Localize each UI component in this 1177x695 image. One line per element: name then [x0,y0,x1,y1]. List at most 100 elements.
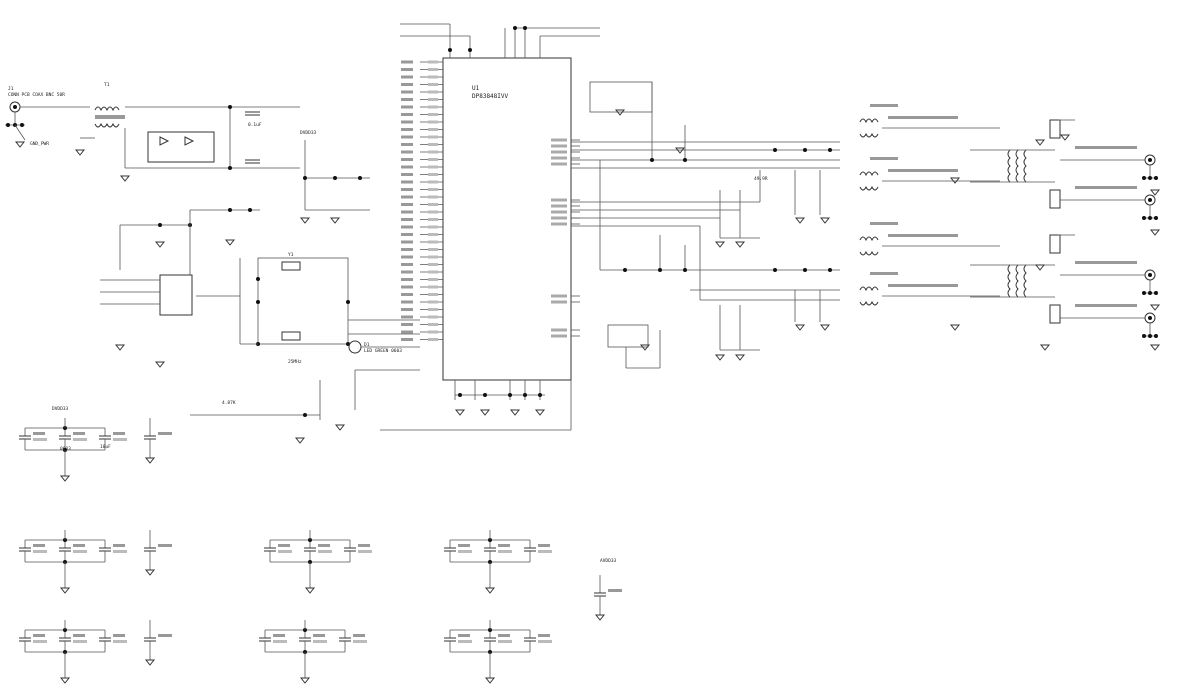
coax-input-section: J1 CONN PCB COAX BNC 50R T1 0.1uF [5,82,300,170]
ground-symbol [14,141,26,148]
connector-dot [1148,216,1152,220]
magnetics-coil [859,272,1000,306]
crystal-ref: Y1 [288,252,294,258]
ic-left-pin-name [428,233,438,236]
cap-label [113,432,125,435]
ic-right-pin-label [551,300,567,304]
ic-left-pin-label [401,263,413,266]
ic-left-pin-name [428,135,438,139]
ground-symbol [154,361,166,368]
ground-symbol [1149,189,1161,196]
ic-left-pin-name [428,68,438,71]
ic-left-pin-label [401,330,413,334]
ic-left-pin-label [401,75,413,79]
connector-pin [1148,273,1152,277]
right-connector [1060,186,1158,220]
ground-symbol [114,344,126,351]
ic-left-pin-label [401,180,413,184]
transformer-resistor [1049,234,1061,254]
ic-left-pin-label [401,225,413,229]
transformer-right [970,119,1075,209]
cap-label [73,634,85,637]
cap-label [353,640,367,643]
ic-left-pin-name [428,150,438,154]
ground-symbol [484,677,496,684]
ic-left-pin-label [401,83,413,86]
ic-right-pin-label [551,328,567,332]
ic-right-pin-label [551,294,567,298]
ground-symbol [949,324,961,331]
ic-left-pin-name [428,105,438,109]
magnetics-coil [859,157,1000,191]
ic-left-pin-label [401,165,413,169]
transformer-right [970,234,1075,324]
cap-label [353,634,365,637]
ic-left-pin-name [428,270,438,274]
ground-symbol [794,324,806,331]
cap-label [358,544,370,547]
cap-block [264,530,372,594]
transformer-winding [1023,149,1027,183]
right-connector [1060,146,1158,180]
cap-single [144,620,172,666]
ic-left-pin-name [428,203,438,206]
cap-label [33,432,45,435]
connector-dot [1154,334,1158,338]
cap-label [73,640,87,643]
ground-symbol [294,437,306,444]
cap-package-label: 0603 [60,446,71,452]
transformer-resistor [1049,119,1061,139]
ic-left-pin-label [401,173,413,176]
coil-winding [859,132,879,138]
cap-label [73,432,85,435]
ground-symbol [819,324,831,331]
ic-left-pin-label [401,210,413,214]
ic-left-pin-label [401,278,413,281]
cap-label [358,550,372,553]
magnetics-coil [859,104,1000,138]
connector-label [1075,146,1137,149]
connector-label [1075,304,1137,307]
ic-ref: U1 [472,85,480,92]
decoupling-cap-blocks [19,418,622,684]
ground-symbol [144,659,156,666]
ic-right-pin-label [551,150,567,154]
ground-symbol [509,409,521,416]
cap-label [113,438,127,441]
cap-label [458,634,470,637]
ground-symbol [639,344,651,351]
connector-dot [1142,334,1146,338]
cap-single [144,418,172,464]
ic-left-pin-name [428,210,438,214]
cap-label [113,550,127,553]
ground-symbol [154,241,166,248]
ic-right-pin-label [551,144,567,148]
cap-single [144,530,172,576]
ground-symbol [454,409,466,416]
transformer-winding [1015,149,1019,183]
analog-net-label: AVDD33 [600,558,617,564]
cap-label [608,589,622,592]
ic-left-pin-name [428,278,438,281]
coil-winding [859,250,879,256]
transformer-resistor [1049,304,1061,324]
ic-left-pin-label [401,98,413,101]
ground-symbol [304,587,316,594]
coil-winding [859,236,879,242]
power-net-label: DVDD33 [300,130,317,136]
cap-label [538,634,550,637]
ic-left-pin-label [401,300,413,304]
ground-symbol [1034,139,1046,146]
cap-label [33,544,45,547]
ic-left-pin-label [401,255,413,259]
cap-block [19,620,127,684]
ic-left-pin-name [428,60,438,64]
magnetics-label [888,169,958,172]
cap-label [498,634,510,637]
connector-dot [1142,291,1146,295]
ic-left-pin-name [428,263,438,266]
ground-net-label: GND_PWR [30,141,49,147]
ic-left-pin-name [428,240,438,244]
ic-left-pin-label [401,135,413,139]
cap-label [113,640,127,643]
